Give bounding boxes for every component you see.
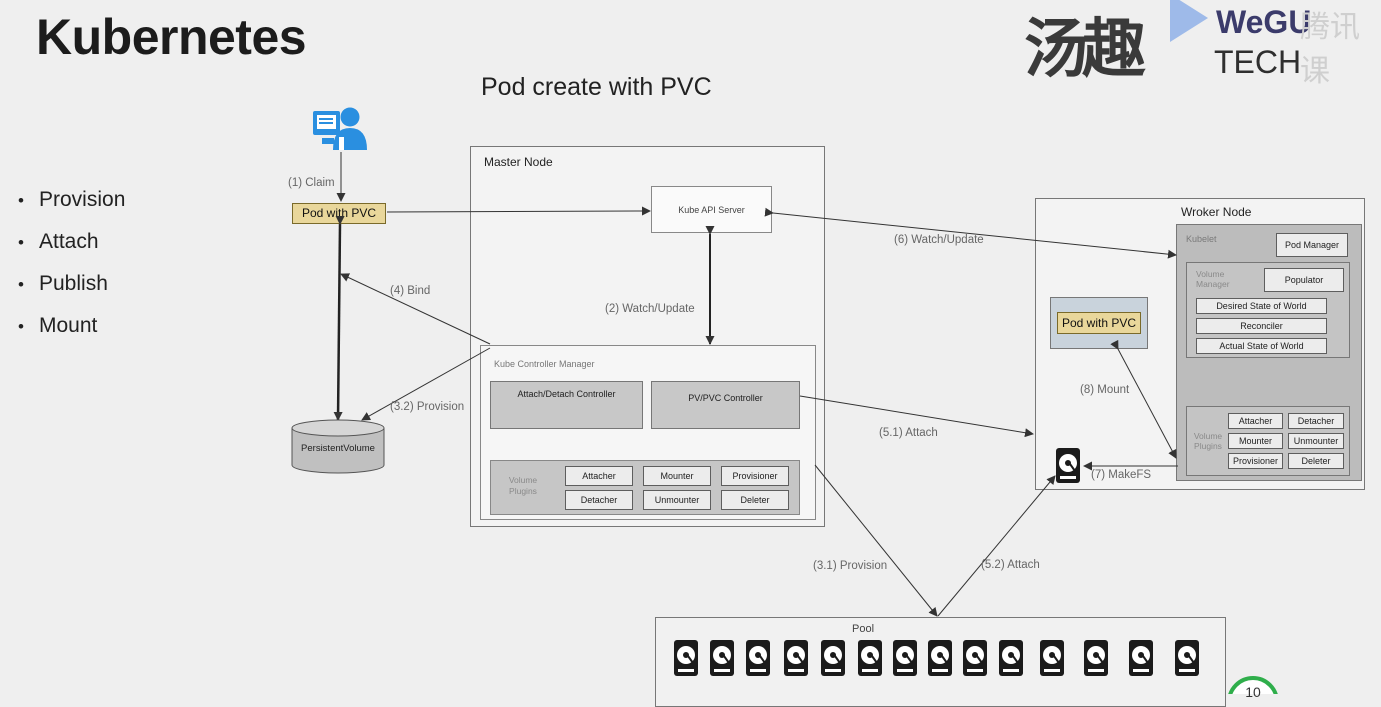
pv-pvc-controller: PV/PVC Controller	[651, 381, 800, 429]
worker-plugin-deleter: Deleter	[1288, 453, 1344, 469]
controller-manager-title: Kube Controller Manager	[494, 359, 595, 369]
worker-node-title: Wroker Node	[1181, 205, 1252, 219]
worker-plugin-detacher: Detacher	[1288, 413, 1344, 429]
play-icon	[1170, 0, 1208, 42]
pool-disk-icon	[928, 640, 952, 676]
edge-watch-update-6	[764, 207, 1177, 259]
label-provision-32: (3.2) Provision	[390, 401, 465, 413]
attach-detach-controller: Attach/Detach Controller	[490, 381, 643, 429]
brand-logo-cn: 汤趣	[1024, 13, 1146, 87]
worker-pod-with-pvc: Pod with PVC	[1057, 312, 1141, 334]
edge-provision-31	[814, 464, 938, 617]
pool-disk-icon	[963, 640, 987, 676]
diagram-title: Pod create with PVC	[481, 73, 712, 101]
edge-attach-52	[937, 475, 1056, 617]
master-plugin-provisioner: Provisioner	[721, 466, 789, 486]
master-plugins-label: Volume Plugins	[508, 475, 538, 496]
edge-bind	[340, 273, 491, 345]
label-attach-51: (5.1) Attach	[879, 427, 938, 439]
bullet-item: Mount	[18, 312, 125, 354]
edge-mount-8	[1110, 339, 1177, 459]
master-plugin-attacher: Attacher	[565, 466, 633, 486]
hard-disk-icon	[1056, 448, 1080, 483]
label-makefs-7: (7) MakeFS	[1091, 469, 1152, 481]
pool-disks	[674, 640, 1199, 676]
master-plugin-detacher: Detacher	[565, 490, 633, 510]
pool-disk-icon	[1129, 640, 1153, 676]
worker-plugins-label: Volume Plugins	[1193, 431, 1223, 451]
pool-disk-icon	[821, 640, 845, 676]
desired-state-of-world: Desired State of World	[1196, 298, 1327, 314]
persistent-volume-cylinder	[291, 419, 385, 474]
watermark-text: 腾讯课	[1300, 11, 1360, 88]
worker-plugin-attacher: Attacher	[1228, 413, 1283, 429]
pool-disk-icon	[858, 640, 882, 676]
actual-state-of-world: Actual State of World	[1196, 338, 1327, 354]
pool-disk-icon	[710, 640, 734, 676]
worker-plugin-provisioner: Provisioner	[1228, 453, 1283, 469]
bullet-item: Attach	[18, 228, 125, 270]
label-attach-52: (5.2) Attach	[981, 559, 1040, 571]
pool-disk-icon	[999, 640, 1023, 676]
worker-plugin-mounter: Mounter	[1228, 433, 1283, 449]
pod-with-pvc: Pod with PVC	[292, 203, 386, 224]
populator: Populator	[1264, 268, 1344, 292]
pool-disk-icon	[1175, 640, 1199, 676]
label-mount-8: (8) Mount	[1080, 384, 1130, 396]
label-provision-31: (3.1) Provision	[813, 560, 888, 572]
brand-logo-tech: TECH	[1214, 44, 1302, 80]
pool-disk-icon	[674, 640, 698, 676]
volume-manager-title: Volume Manager	[1196, 269, 1230, 289]
edge-pod-api	[386, 206, 651, 216]
page-number: 10	[1245, 684, 1261, 700]
pool-disk-icon	[784, 640, 808, 676]
label-claim: (1) Claim	[288, 177, 335, 189]
edge-provision-32	[361, 347, 491, 421]
master-plugin-mounter: Mounter	[643, 466, 711, 486]
label-bind: (4) Bind	[390, 285, 431, 297]
worker-plugin-unmounter: Unmounter	[1288, 433, 1344, 449]
bullet-list: Provision Attach Publish Mount	[18, 186, 125, 354]
pool-disk-icon	[1040, 640, 1064, 676]
reconciler: Reconciler	[1196, 318, 1327, 334]
kubelet-title: Kubelet	[1186, 234, 1217, 244]
bullet-item: Publish	[18, 270, 125, 312]
pool-disk-icon	[746, 640, 770, 676]
master-node-title: Master Node	[484, 155, 553, 169]
pool-disk-icon	[1084, 640, 1108, 676]
user-at-computer-icon	[313, 107, 367, 150]
pool-disk-icon	[893, 640, 917, 676]
master-plugin-deleter: Deleter	[721, 490, 789, 510]
edge-pod-pv	[333, 215, 345, 421]
pod-manager: Pod Manager	[1276, 233, 1348, 257]
slide-title: Kubernetes	[36, 9, 307, 65]
brand-logo-wegu: WeGU	[1216, 4, 1312, 40]
label-watch-update-6: (6) Watch/Update	[894, 234, 984, 246]
master-plugin-unmounter: Unmounter	[643, 490, 711, 510]
bullet-item: Provision	[18, 186, 125, 228]
label-watch-update-2: (2) Watch/Update	[605, 303, 695, 315]
edge-attach-51	[799, 395, 1034, 438]
persistent-volume-label: PersistentVolume	[301, 443, 375, 454]
pool-title: Pool	[852, 623, 875, 635]
kube-api-server: Kube API Server	[651, 186, 772, 233]
page-number-badge	[1228, 676, 1278, 694]
